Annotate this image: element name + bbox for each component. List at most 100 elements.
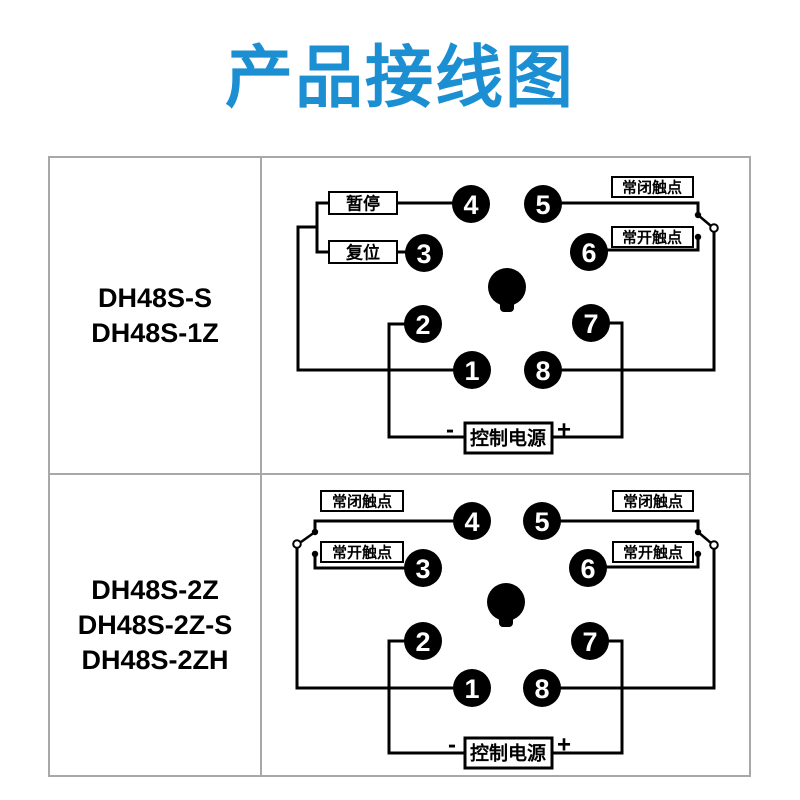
pin-5: 5 <box>524 185 562 223</box>
power-label: 控制电源 <box>470 742 546 765</box>
wire <box>315 201 329 254</box>
no-contact-dot <box>694 233 702 241</box>
wire <box>588 556 700 569</box>
pin-3: 3 <box>405 234 443 272</box>
pin-4-number: 4 <box>463 190 478 220</box>
pause-box: 暂停 <box>328 191 398 215</box>
pin-5: 5 <box>523 502 561 540</box>
pin-6-number: 6 <box>580 554 595 584</box>
no-contact-box-right: 常开触点 <box>612 541 694 563</box>
pin-2: 2 <box>404 622 442 660</box>
model-name: DH48S-S <box>97 282 213 313</box>
pin-1: 1 <box>453 351 491 389</box>
pin-1-number: 1 <box>464 356 479 386</box>
pin-3-number: 3 <box>415 554 430 584</box>
wire <box>589 239 700 252</box>
minus-label: - <box>448 732 456 759</box>
power-box-frame <box>463 421 554 455</box>
common-terminal <box>292 539 302 549</box>
model-name: DH48S-1Z <box>91 317 219 348</box>
pause-label: 暂停 <box>346 194 380 214</box>
no-contact-right-label: 常开触点 <box>623 544 683 562</box>
wire <box>543 231 716 372</box>
pin-2-number: 2 <box>415 310 430 340</box>
diagram-dh48s-s: 暂停 复位 常闭触点 常开触点 控制电源 - + 4 5 <box>296 176 719 455</box>
pin-6: 6 <box>570 233 608 271</box>
pin-1: 1 <box>453 669 491 707</box>
common-terminal <box>709 540 719 550</box>
pin-1-number: 1 <box>464 674 479 704</box>
pin-5-number: 5 <box>535 190 550 220</box>
power-box: 控制电源 <box>463 736 554 770</box>
nc-contact-box-left: 常闭触点 <box>320 490 404 512</box>
model-name: DH48S-2Z-S <box>77 609 233 640</box>
pin-8-number: 8 <box>534 674 549 704</box>
no-left-frame <box>320 541 404 563</box>
wire <box>313 556 423 570</box>
model-cell-dh48s-s: DH48S-S DH48S-1Z <box>50 158 260 473</box>
wiring-table: DH48S-S DH48S-1Z DH48S-2Z DH48S-2Z-S DH4… <box>48 156 751 777</box>
nc-box-frame <box>611 176 694 198</box>
pin-7: 7 <box>572 304 610 342</box>
plus-label: + <box>557 417 571 444</box>
nc-contact-dot <box>694 528 702 536</box>
power-box-frame <box>463 736 554 770</box>
no-box-frame <box>611 226 694 248</box>
page-title: 产品接线图 <box>224 40 575 116</box>
no-contact-dot <box>694 550 702 558</box>
wire <box>296 225 472 372</box>
reset-box: 复位 <box>328 240 398 264</box>
nc-contact-label: 常闭触点 <box>622 179 682 197</box>
pin-7-number: 7 <box>583 309 598 339</box>
table-row-divider <box>50 473 749 475</box>
no-contact-dot <box>311 550 319 558</box>
pin-6-number: 6 <box>581 238 596 268</box>
pin-4: 4 <box>453 502 491 540</box>
socket-center-key <box>487 583 525 627</box>
socket-center-key <box>488 268 526 312</box>
pin-3-number: 3 <box>416 239 431 269</box>
wire <box>542 519 700 533</box>
diagram-dh48s-2z: 常闭触点 常开触点 常闭触点 常开触点 控制电源 - + 4 <box>292 490 719 770</box>
no-right-frame <box>612 541 694 563</box>
no-contact-box-left: 常开触点 <box>320 541 404 563</box>
power-box: 控制电源 <box>463 421 554 455</box>
pin-8: 8 <box>524 351 562 389</box>
model-name: DH48S-2Z <box>91 574 219 605</box>
model-name: DH48S-2ZH <box>81 644 229 675</box>
pin-5-number: 5 <box>534 507 549 537</box>
no-contact-label: 常开触点 <box>622 229 682 247</box>
nc-contact-box-right: 常闭触点 <box>612 490 694 512</box>
wire <box>295 548 472 690</box>
power-label: 控制电源 <box>470 427 546 450</box>
pin-3: 3 <box>404 549 442 587</box>
nc-contact-dot <box>311 528 319 536</box>
common-terminal <box>709 223 719 233</box>
reset-box-frame <box>328 240 398 264</box>
nc-right-frame <box>612 490 694 512</box>
pin-7: 7 <box>571 622 609 660</box>
pin-8: 8 <box>523 669 561 707</box>
wire <box>543 201 700 214</box>
pin-7-number: 7 <box>582 627 597 657</box>
no-contact-box: 常开触点 <box>611 226 694 248</box>
wire <box>542 548 716 690</box>
nc-contact-right-label: 常闭触点 <box>623 493 683 511</box>
wire <box>313 519 472 533</box>
nc-left-frame <box>320 490 404 512</box>
minus-label: - <box>446 417 454 444</box>
no-contact-left-label: 常开触点 <box>332 544 392 562</box>
pin-4: 4 <box>452 185 490 223</box>
pin-2-number: 2 <box>415 627 430 657</box>
pin-2: 2 <box>404 305 442 343</box>
pin-4-number: 4 <box>464 507 479 537</box>
plus-label: + <box>557 732 571 759</box>
pause-box-frame <box>328 191 398 215</box>
pin-8-number: 8 <box>535 356 550 386</box>
model-cell-dh48s-2z: DH48S-2Z DH48S-2Z-S DH48S-2ZH <box>50 475 260 775</box>
nc-contact-box: 常闭触点 <box>611 176 694 198</box>
table-column-divider <box>260 158 262 775</box>
nc-contact-dot <box>694 211 702 219</box>
pin-6: 6 <box>569 549 607 587</box>
